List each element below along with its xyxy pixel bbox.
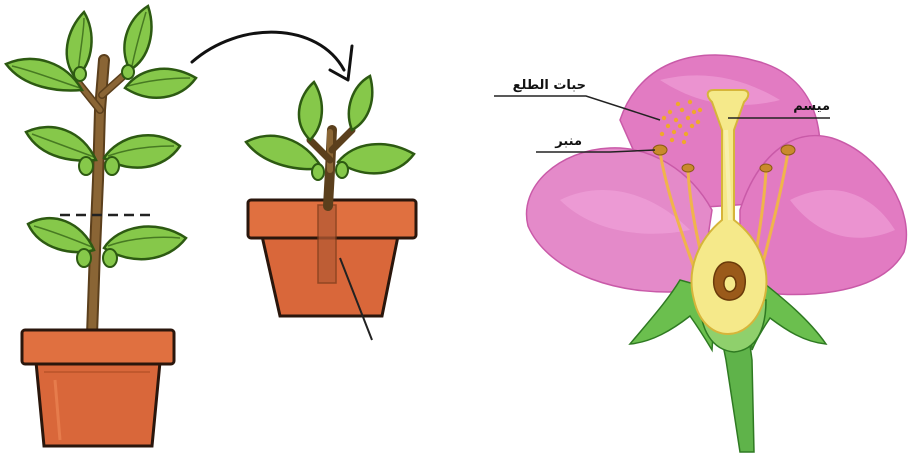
stigma-label: ميسم bbox=[793, 99, 830, 114]
leaf bbox=[299, 82, 322, 140]
leaf bbox=[349, 76, 372, 130]
leaf bbox=[26, 127, 96, 161]
anther-label: منبر bbox=[554, 134, 582, 149]
parent-pot bbox=[22, 330, 174, 446]
pollen-label: حبات الطلع bbox=[513, 78, 586, 93]
parent-plant bbox=[6, 6, 196, 446]
leaf bbox=[338, 144, 414, 173]
leaf bbox=[124, 6, 151, 70]
leaf bbox=[125, 69, 196, 98]
flower-diagram: حبات الطلع منبر ميسم bbox=[494, 55, 906, 452]
cutting-plant bbox=[246, 76, 416, 340]
curved-arrow-icon bbox=[192, 32, 352, 80]
